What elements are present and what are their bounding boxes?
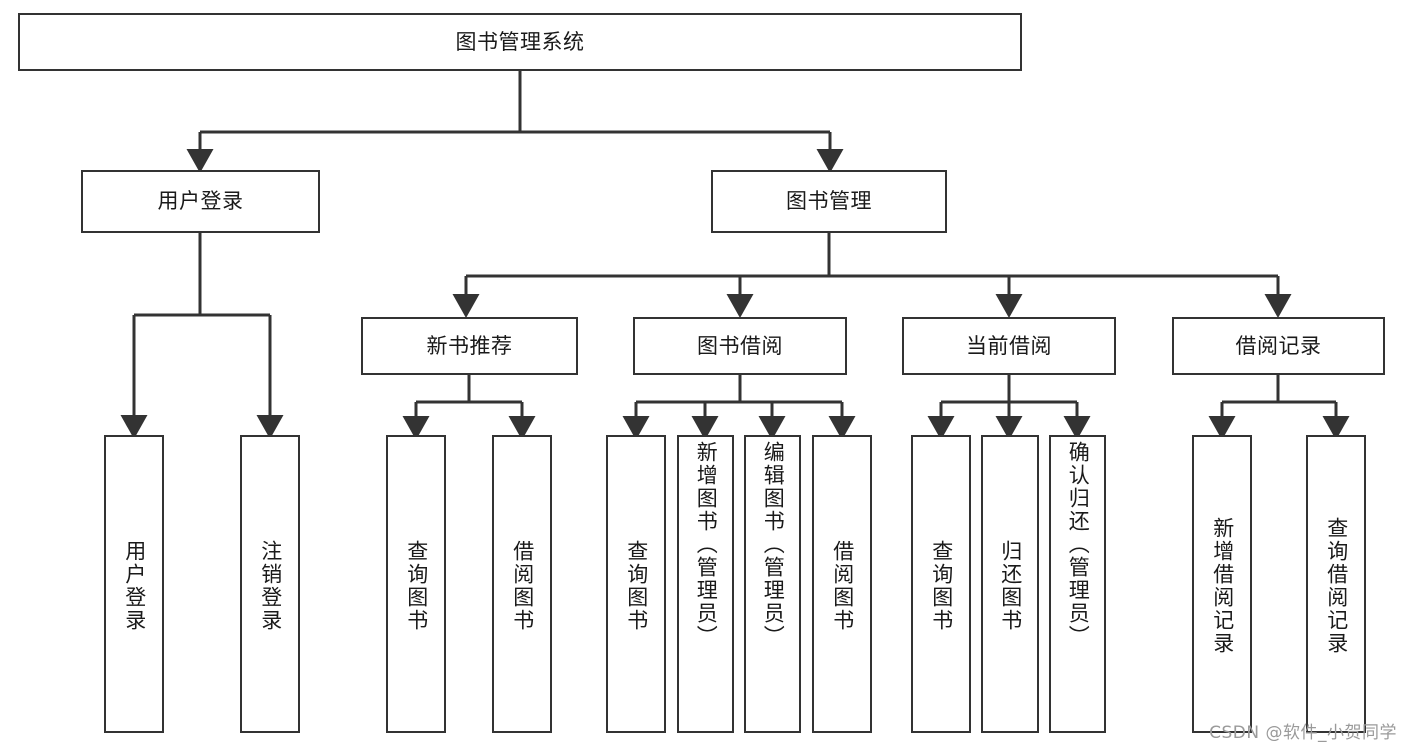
- node-label: 新增图书（管理员）: [694, 441, 719, 648]
- node-label: 查询图书: [404, 540, 429, 632]
- node-label: 新增借阅记录: [1210, 517, 1235, 655]
- node-label: 借阅记录: [1235, 333, 1322, 358]
- node-label: 图书管理: [786, 189, 872, 214]
- leaf-borrow-book-newbook[interactable]: 借阅图书: [492, 435, 552, 733]
- node-label: 查询借阅记录: [1324, 517, 1349, 655]
- node-user-login[interactable]: 用户登录: [81, 170, 320, 233]
- node-label: 用户登录: [122, 540, 147, 632]
- leaf-return-book[interactable]: 归还图书: [981, 435, 1039, 733]
- node-book-management[interactable]: 图书管理: [711, 170, 947, 233]
- node-current-borrowing[interactable]: 当前借阅: [902, 317, 1116, 375]
- node-label: 查询图书: [624, 540, 649, 632]
- leaf-query-book-newbook[interactable]: 查询图书: [386, 435, 446, 733]
- node-label: 查询图书: [929, 540, 954, 632]
- leaf-borrow-book-borrowing[interactable]: 借阅图书: [812, 435, 872, 733]
- node-label: 图书管理系统: [455, 29, 585, 54]
- leaf-query-book-borrowing[interactable]: 查询图书: [606, 435, 666, 733]
- node-label: 借阅图书: [830, 540, 855, 632]
- node-book-borrowing[interactable]: 图书借阅: [633, 317, 847, 375]
- node-label: 借阅图书: [510, 540, 535, 632]
- watermark-text: CSDN @软件_小贺同学: [1209, 723, 1397, 743]
- node-label: 注销登录: [258, 540, 283, 632]
- node-borrow-records[interactable]: 借阅记录: [1172, 317, 1385, 375]
- leaf-logout[interactable]: 注销登录: [240, 435, 300, 733]
- leaf-query-borrow-record[interactable]: 查询借阅记录: [1306, 435, 1366, 733]
- leaf-add-borrow-record[interactable]: 新增借阅记录: [1192, 435, 1252, 733]
- leaf-query-book-current[interactable]: 查询图书: [911, 435, 971, 733]
- node-label: 新书推荐: [426, 333, 513, 358]
- node-label: 编辑图书（管理员）: [761, 441, 786, 648]
- node-label: 确认归还（管理员）: [1066, 441, 1091, 648]
- leaf-user-login[interactable]: 用户登录: [104, 435, 164, 733]
- node-new-book-recommendation[interactable]: 新书推荐: [361, 317, 578, 375]
- node-label: 图书借阅: [697, 333, 783, 358]
- node-label: 当前借阅: [966, 333, 1052, 358]
- leaf-add-book-admin[interactable]: 新增图书（管理员）: [677, 435, 734, 733]
- node-root-system[interactable]: 图书管理系统: [18, 13, 1022, 71]
- node-label: 用户登录: [157, 189, 244, 214]
- leaf-confirm-return-admin[interactable]: 确认归还（管理员）: [1049, 435, 1106, 733]
- leaf-edit-book-admin[interactable]: 编辑图书（管理员）: [744, 435, 801, 733]
- node-label: 归还图书: [998, 540, 1023, 632]
